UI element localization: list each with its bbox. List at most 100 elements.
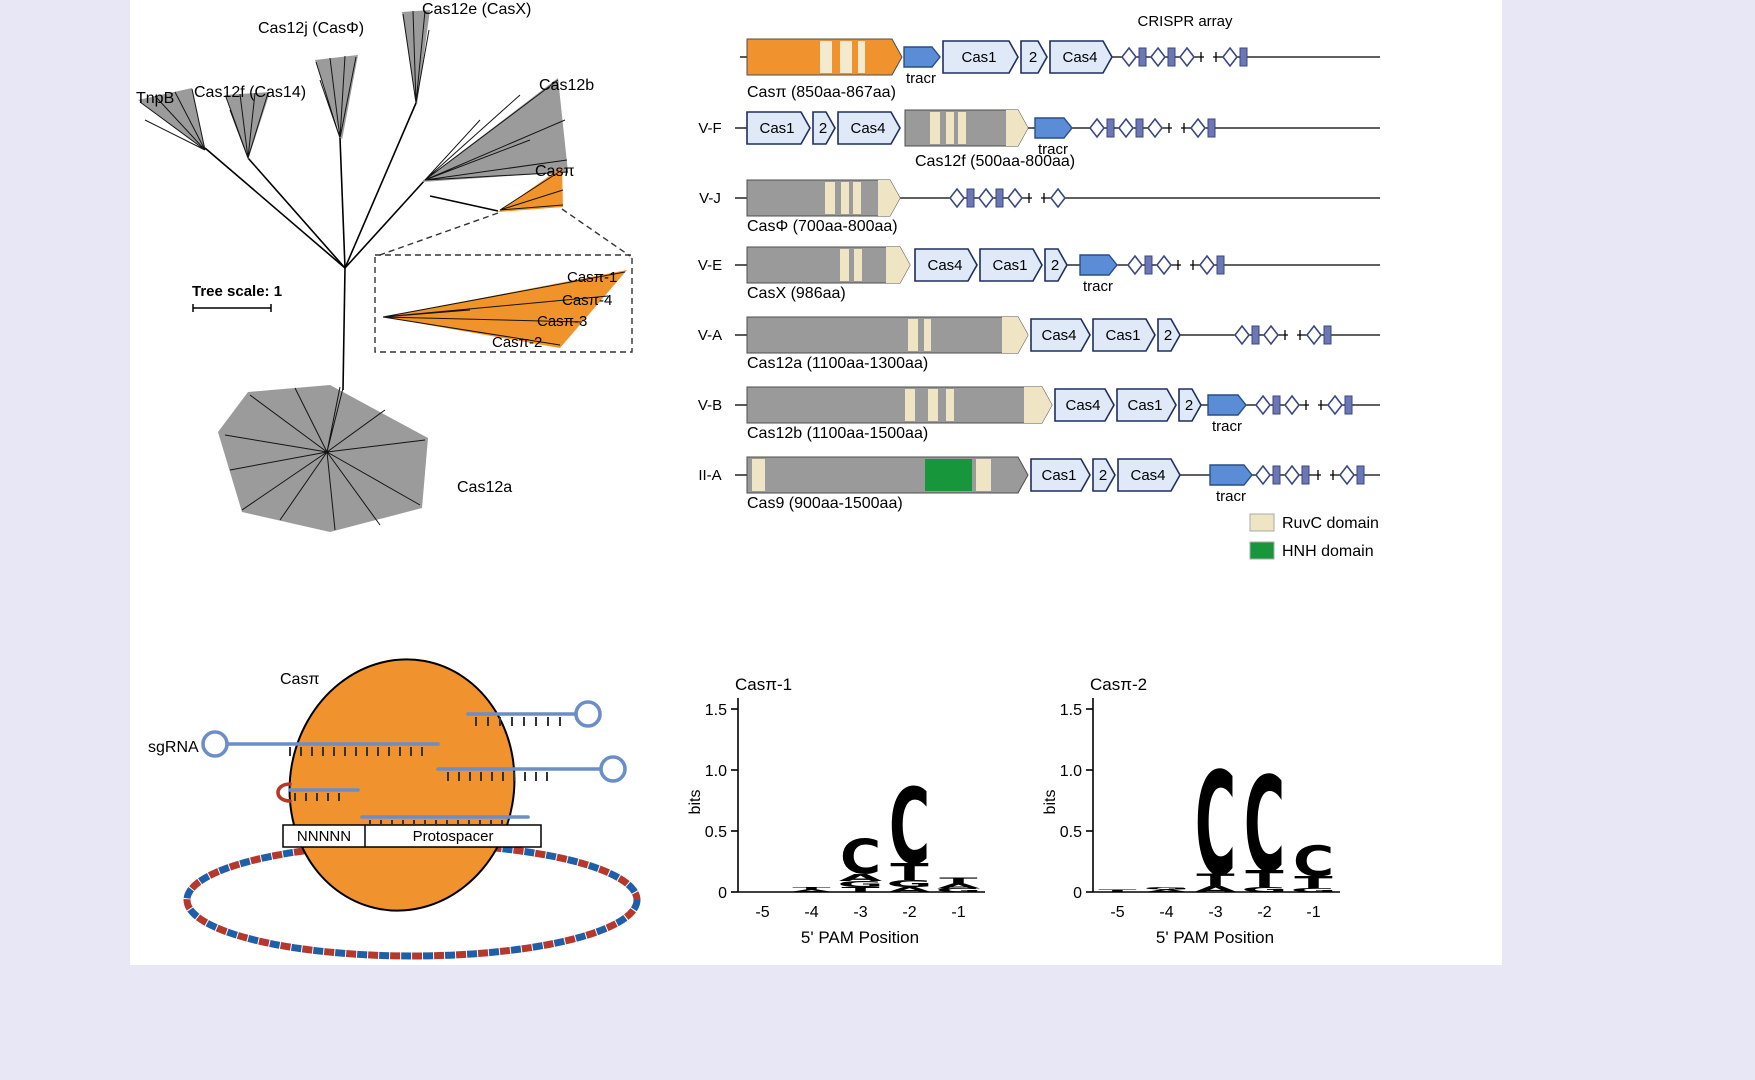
cas2-gene [1092, 458, 1116, 492]
svg-text:T: T [792, 887, 830, 891]
cas2-label: 2 [1099, 467, 1107, 484]
locus-type-label: V-F [698, 120, 721, 137]
cas4-gene [914, 248, 978, 282]
cas1-label: Cas1 [1127, 397, 1162, 414]
cas2-gene [812, 111, 836, 145]
locus-row-iia: II-A Cas1 2 Cas4 tracr Cas9 (900aa-1500a… [698, 456, 1380, 512]
svg-text:1.5: 1.5 [705, 702, 727, 719]
svg-text:G: G [1242, 886, 1288, 894]
cas1-gene [1092, 318, 1156, 352]
cas2-gene [1178, 388, 1202, 422]
pam-logo-caspi-1: Casπ-1 bits 5' PAM Position 00.51.01.5-5… [687, 675, 985, 947]
effector-gene [746, 179, 901, 217]
sgrna-loop-2 [201, 730, 229, 758]
label-tnpb: TnpB [136, 90, 174, 107]
cas4-gene [1054, 388, 1115, 422]
svg-text:C: C [840, 831, 881, 885]
cas4-label: Cas4 [850, 120, 885, 137]
label-caspi-1: Casπ-1 [567, 269, 617, 286]
svg-text:G: G [1291, 887, 1337, 893]
label-caspi-2: Casπ-2 [492, 334, 542, 351]
cas1-label: Cas1 [1105, 327, 1140, 344]
cas4-label: Cas4 [1041, 327, 1076, 344]
crispr-array [1026, 117, 1380, 139]
svg-text:-2: -2 [1257, 904, 1271, 921]
svg-text:A: A [839, 872, 882, 883]
caspi-protein-label: Casπ [280, 671, 320, 688]
svg-text:A: A [937, 882, 981, 890]
tracr-gene [1207, 394, 1247, 416]
figure-canvas: Tree scale: 1 TnpB Cas12f (Cas14) Cas12j… [130, 0, 1502, 965]
cas4-gene [1117, 458, 1181, 492]
tracr-gene [1079, 254, 1118, 276]
label-caspi-4: Casπ-4 [562, 292, 612, 309]
tracr-gene [1034, 117, 1073, 139]
cas1-gene [746, 111, 811, 145]
svg-text:T: T [1196, 871, 1234, 890]
svg-text:T: T [841, 886, 879, 894]
svg-text:A: A [1194, 884, 1237, 894]
clade-cas12j [315, 55, 358, 140]
effector-gene [746, 246, 911, 284]
svg-text:1.5: 1.5 [1060, 702, 1082, 719]
label-cas12j: Cas12j (CasΦ) [258, 20, 364, 37]
crispr-array-header: CRISPR array [1137, 13, 1233, 30]
domain-legend: RuvC domain HNH domain [1249, 513, 1379, 560]
crispr-array [1199, 394, 1380, 416]
svg-text:G: G [887, 878, 933, 889]
svg-text:0.5: 0.5 [1060, 824, 1082, 841]
sgrna-loop-1 [574, 700, 602, 728]
pam-label: NNNNN [297, 828, 351, 845]
svg-text:0: 0 [1073, 885, 1082, 902]
svg-text:C: C [1293, 837, 1334, 886]
locus-row-vb: V-B Cas4 Cas1 2 tracr Cas12b (1100aa-150… [698, 386, 1380, 442]
locus-row-ve: V-E Cas4 Cas1 2 tracr CasX (986aa) [698, 246, 1380, 302]
locus-row-va: V-A Cas4 Cas1 2 Cas12a (1100aa-1300aa) [698, 316, 1380, 372]
tracr-label: tracr [1212, 418, 1242, 435]
crispr-array [1178, 324, 1380, 346]
cas4-label: Cas4 [1065, 397, 1100, 414]
svg-text:0: 0 [718, 885, 727, 902]
logo-title: Casπ-2 [1090, 675, 1147, 694]
zoom-connector-left [376, 212, 499, 257]
crispr-array [896, 187, 1380, 209]
tree-scale-label: Tree scale: 1 [192, 283, 282, 300]
svg-text:C: C [889, 767, 930, 888]
svg-text:-5: -5 [1110, 904, 1124, 921]
cas4-label: Cas4 [927, 257, 962, 274]
svg-text:-1: -1 [951, 904, 965, 921]
cas4-label: Cas4 [1062, 49, 1097, 66]
zoom-connector-right [561, 208, 631, 257]
logo-xlabel: 5' PAM Position [1156, 928, 1274, 947]
effector-gene [746, 316, 1029, 354]
protospacer-label: Protospacer [413, 828, 494, 845]
svg-text:1.0: 1.0 [705, 763, 727, 780]
svg-text:-3: -3 [853, 904, 867, 921]
cas1-label: Cas1 [1041, 467, 1076, 484]
clade-cas12a [218, 385, 428, 532]
cas2-label: 2 [1164, 327, 1172, 344]
cas1-gene [979, 248, 1043, 282]
sgrna [201, 700, 627, 826]
svg-text:A: A [1145, 889, 1189, 893]
clade-cas12b [422, 78, 569, 182]
ruvc-swatch [1249, 513, 1275, 532]
cas2-gene [1157, 318, 1181, 352]
locus-caption: Casπ (850aa-867aa) [747, 84, 896, 101]
tracr-gene [1209, 464, 1253, 486]
label-cas12a: Cas12a [457, 479, 512, 496]
svg-text:T: T [890, 859, 929, 886]
zoom-box [374, 254, 633, 353]
svg-text:G: G [838, 880, 884, 890]
label-cas12e: Cas12e (CasX) [422, 1, 531, 18]
svg-text:-1: -1 [1306, 904, 1320, 921]
logo-ylabel: bits [687, 790, 704, 815]
svg-text:C: C [1244, 749, 1285, 901]
clade-tnpb [138, 88, 206, 151]
tracr-label: tracr [1083, 278, 1113, 295]
cas4-gene [1030, 318, 1091, 352]
locus-type-label: V-E [698, 257, 722, 274]
